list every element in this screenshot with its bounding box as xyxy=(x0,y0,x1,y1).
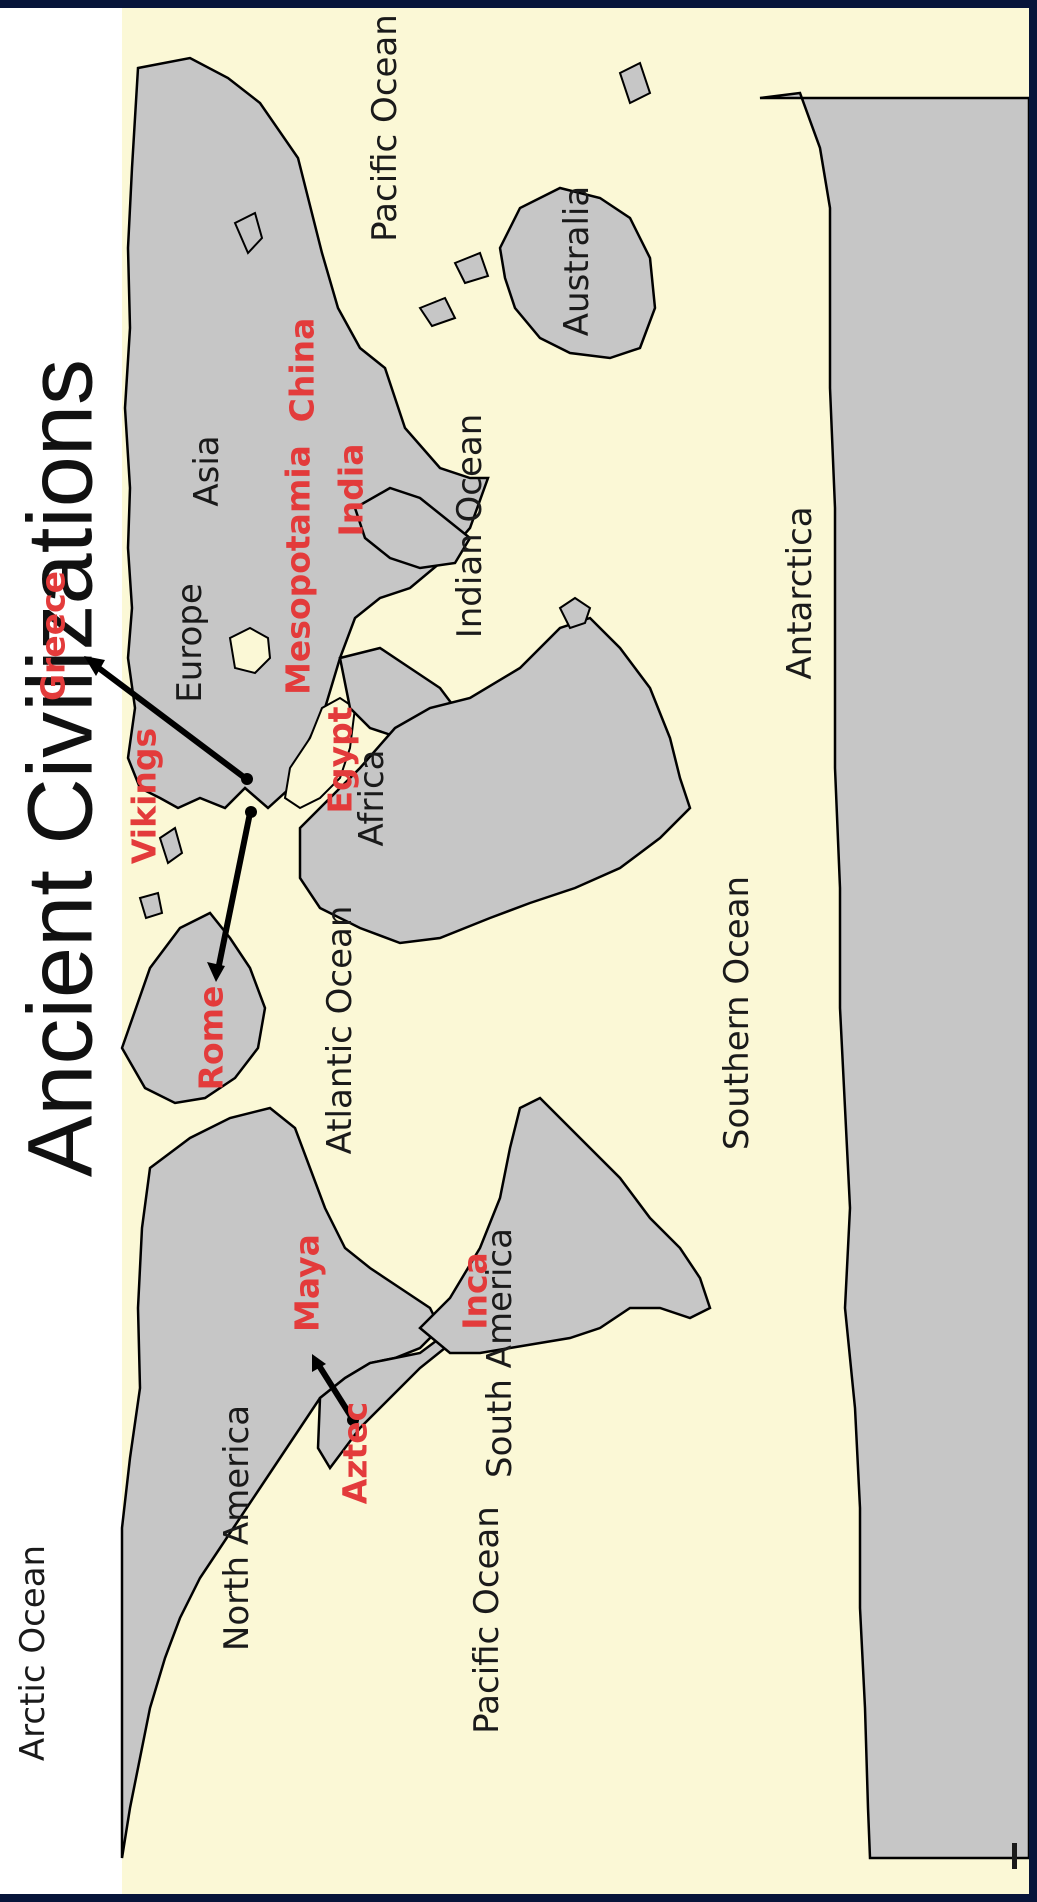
australia-landmass xyxy=(498,186,657,360)
new-zealand-island xyxy=(618,61,652,105)
india-peninsula xyxy=(353,486,472,570)
label-india: India xyxy=(331,443,371,537)
label-arctic-ocean: Arctic Ocean xyxy=(13,1544,53,1762)
arrow-to-rome xyxy=(207,806,257,982)
label-aztec: Aztec xyxy=(335,1401,375,1505)
british-isles-island xyxy=(158,826,184,865)
caspian-sea xyxy=(228,626,272,675)
label-pacific-ocean-west: Pacific Ocean xyxy=(467,1506,507,1734)
antarctica-landmass xyxy=(759,91,1029,1860)
africa-landmass xyxy=(298,616,692,945)
label-north-america: North America xyxy=(217,1404,257,1652)
label-inca: Inca xyxy=(455,1252,495,1330)
indonesia-island-1 xyxy=(418,296,457,328)
label-mesopotamia: Mesopotamia xyxy=(278,445,318,695)
madagascar-island xyxy=(558,596,592,630)
mediterranean-sea xyxy=(283,696,357,810)
label-vikings: Vikings xyxy=(124,727,164,865)
label-southern-ocean: Southern Ocean xyxy=(717,875,757,1151)
label-china: China xyxy=(282,317,322,423)
label-rome: Rome xyxy=(191,985,231,1091)
label-pacific-ocean-east: Pacific Ocean xyxy=(365,14,405,242)
greenland-island xyxy=(120,911,267,1105)
north-america-landmass xyxy=(120,1106,442,1859)
label-greece: Greece xyxy=(33,570,73,702)
label-atlantic-ocean: Atlantic Ocean xyxy=(320,905,360,1155)
iceland-island xyxy=(138,891,164,920)
central-america-landmass xyxy=(316,1317,457,1471)
arrow-to-greece xyxy=(84,656,253,785)
label-egypt: Egypt xyxy=(320,706,360,814)
label-antarctica: Antarctica xyxy=(780,506,820,680)
label-europe: Europe xyxy=(170,583,210,703)
label-asia: Asia xyxy=(187,435,227,507)
corner-mark xyxy=(1012,1843,1017,1869)
label-australia: Australia xyxy=(557,185,597,337)
label-indian-ocean: Indian Ocean xyxy=(450,413,490,639)
indonesia-island-2 xyxy=(453,251,490,285)
map-paper: Ancient Civilizations xyxy=(0,8,1029,1894)
south-america-landmass xyxy=(418,1096,712,1355)
title-strip: Ancient Civilizations xyxy=(0,8,122,1894)
japan-island xyxy=(233,211,264,255)
arrow-to-maya xyxy=(312,1354,359,1426)
label-maya: Maya xyxy=(287,1234,327,1332)
world-map xyxy=(84,56,1029,1860)
